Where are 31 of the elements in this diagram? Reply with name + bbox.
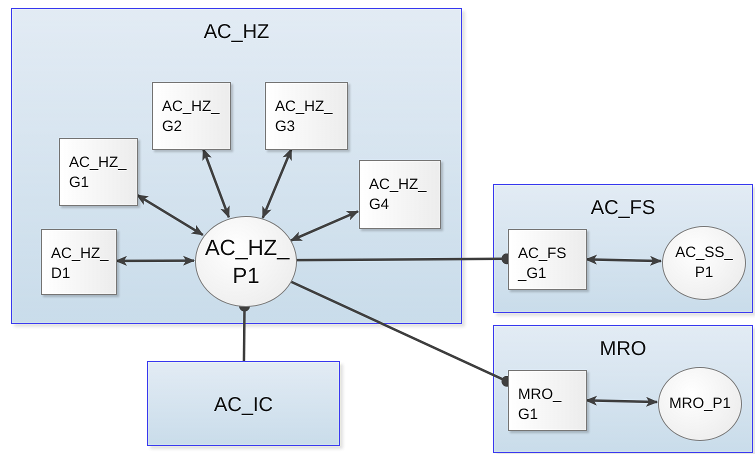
connector	[115, 256, 195, 266]
box-label: AC_HZ_ G3	[275, 97, 333, 137]
group-title: AC_HZ	[202, 21, 270, 44]
connector	[585, 396, 658, 407]
process-box	[508, 370, 587, 431]
box-label: MRO_ G1	[518, 385, 562, 425]
process-box	[152, 82, 231, 150]
box-label: AC_HZ_ G1	[69, 153, 127, 193]
process-box	[265, 82, 348, 150]
box-label: AC_HZ_ G2	[162, 97, 220, 137]
process-box	[508, 229, 587, 290]
group-title: AC_FS	[590, 197, 656, 220]
group-title: AC_IC	[213, 394, 274, 417]
connector	[202, 148, 230, 218]
process-box	[59, 138, 138, 206]
process-box	[41, 229, 117, 295]
ellipse-label: MRO_P1	[669, 394, 731, 414]
group-container	[11, 8, 462, 324]
box-label: AC_FS _G1	[518, 244, 568, 284]
connector	[585, 254, 662, 266]
group-container	[493, 184, 753, 313]
connector	[136, 194, 204, 236]
group-container	[147, 361, 340, 446]
ellipse-label: AC_SS_ P1	[674, 243, 734, 283]
connector	[290, 210, 359, 242]
group-title: MRO	[598, 338, 648, 361]
box-label: AC_HZ_ G4	[369, 175, 427, 215]
process-box	[359, 160, 441, 229]
connector	[262, 148, 293, 219]
group-container	[493, 325, 753, 453]
box-label: AC_HZ_ D1	[51, 244, 109, 284]
